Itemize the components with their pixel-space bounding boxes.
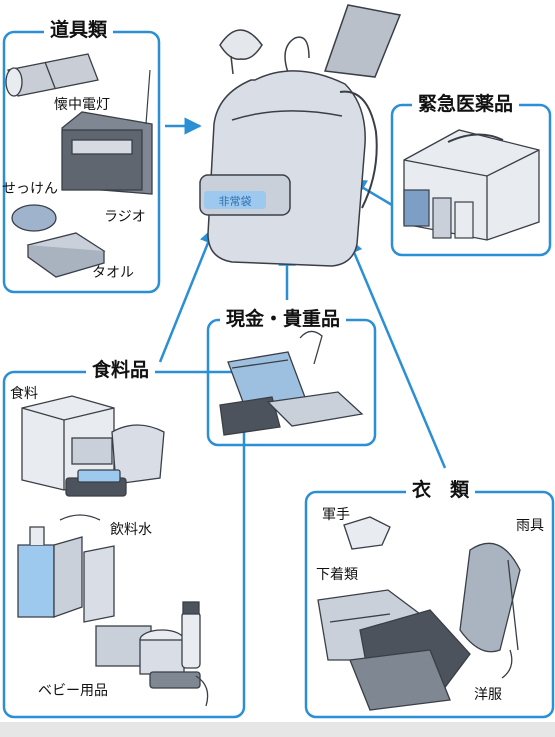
medicine-group-title: 緊急医薬品	[412, 95, 520, 114]
raingear-label: 雨具	[516, 518, 544, 534]
underwear-label: 下着類	[316, 567, 358, 583]
clothes-illustration	[349, 609, 471, 711]
flashlight-label: 懐中電灯	[54, 97, 110, 113]
baby-goods-label: ベビー用品	[38, 683, 108, 699]
backpack-label: 非常袋	[219, 194, 252, 208]
water-label: 飲料水	[110, 522, 152, 538]
arrow-food	[158, 226, 217, 363]
arrow-clothes	[346, 236, 447, 469]
tools-group-title: 道具類	[44, 21, 114, 40]
radio-label: ラジオ	[104, 209, 146, 225]
clothes-group-title: 衣 類	[406, 481, 476, 500]
bottom-edge-bar	[0, 722, 555, 737]
valuables-group-title: 現金・貴重品	[220, 310, 347, 329]
valuables-illustration	[219, 330, 364, 436]
food-group-title: 食料品	[86, 361, 156, 380]
raingear-illustration	[459, 542, 521, 679]
water-bottles-illustration	[17, 514, 115, 623]
food-label: 食料	[10, 386, 38, 402]
gloves-illustration	[343, 516, 391, 550]
gloves-label: 軍手	[322, 507, 350, 523]
towel-label: タオル	[92, 265, 134, 281]
medicine-bottles-illustration	[403, 189, 474, 239]
towel-illustration	[26, 232, 106, 278]
food-illustration	[21, 395, 165, 497]
backpack-illustration	[199, 4, 402, 267]
soap-label: せっけん	[2, 181, 58, 197]
clothes-label: 洋服	[474, 687, 502, 703]
radio-illustration	[61, 69, 153, 195]
soap-illustration	[11, 204, 57, 232]
flashlight-illustration	[5, 53, 99, 97]
baby-goods-illustration	[95, 601, 209, 707]
